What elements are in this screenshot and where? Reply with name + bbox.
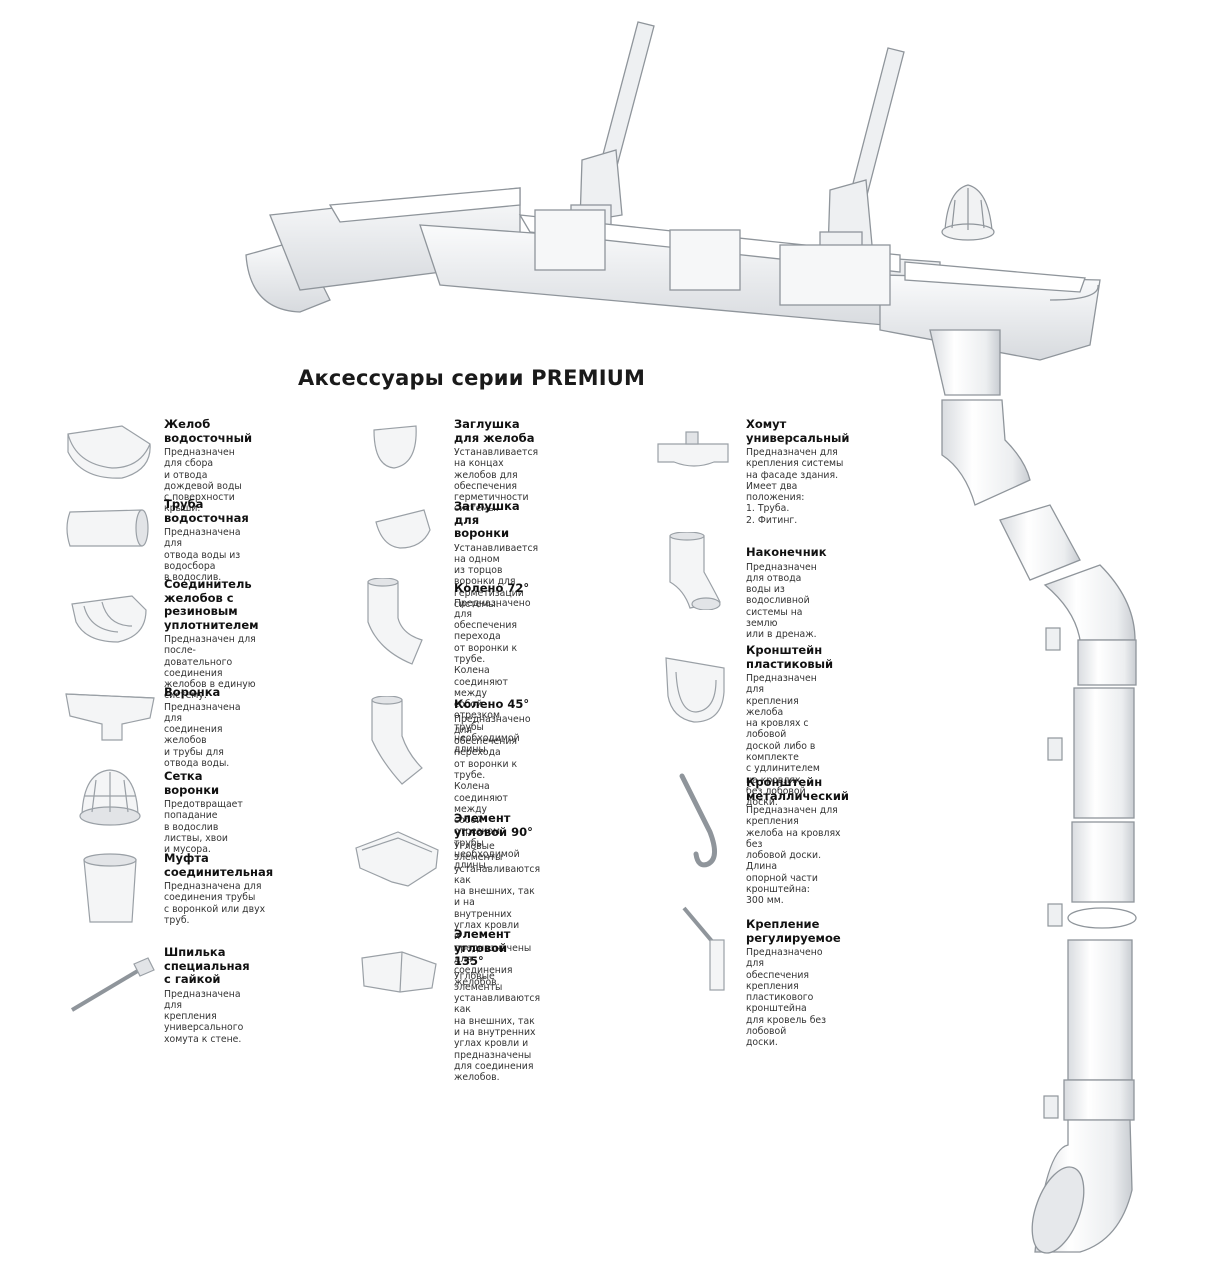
item-name: Кронштейн металлический: [746, 775, 849, 803]
pipe-clamp-icon: [657, 431, 729, 467]
rafter-mount-left: [570, 21, 655, 228]
item-name: Желоб водосточный: [164, 417, 253, 445]
adjustable-mount-icon: [682, 906, 725, 991]
item-name: Элемент угловой 90°: [454, 811, 533, 839]
item-name: Шпилька специальная с гайкой: [164, 945, 250, 986]
plastic-bracket-icon: [665, 657, 725, 723]
gutter-icon: [67, 425, 151, 479]
item-description: Предназначен для после- довательного сое…: [164, 634, 256, 702]
item-name: Муфта соединительная: [164, 851, 274, 879]
item-description: Угловые элементы устанавливаются как на …: [454, 970, 541, 1084]
coupling-icon: [83, 853, 137, 923]
item-description: Предназначен для крепления системы на фа…: [746, 447, 844, 526]
gutter-connector-icon: [71, 595, 147, 643]
item-name: Колено 45°: [454, 697, 530, 711]
item-name: Воронка: [164, 685, 221, 699]
item-description: Предназначена для соединения желобов и т…: [164, 701, 241, 769]
downpipe: [929, 329, 1137, 1254]
item-name: Заглушка для воронки: [454, 499, 520, 540]
item-description: Предназначена для крепления универсально…: [164, 988, 244, 1045]
item-description: Предназначено для обеспечения перехода о…: [454, 713, 531, 872]
funnel-icon: [65, 693, 155, 741]
item-description: Предназначен для крепления желоба на кро…: [746, 805, 841, 907]
item-description: Устанавливается на концах желобов для об…: [454, 447, 539, 515]
item-description: Предотвращает попадание в водослив листв…: [164, 799, 243, 856]
funnel-end-cap-icon: [375, 509, 431, 549]
item-name: Сетка воронки: [164, 769, 220, 797]
funnel-grid: [941, 184, 995, 241]
item-name: Наконечник: [746, 545, 827, 559]
metal-bracket-icon: [679, 773, 717, 868]
item-description: Предназначена для соединения трубы с вор…: [164, 881, 266, 926]
item-description: Предназначен для отвода воды из водослив…: [746, 561, 817, 641]
item-name: Элемент угловой 135°: [454, 927, 511, 968]
gutter-end-cap-icon: [373, 425, 417, 469]
item-description: Предназначена для отвода воды из водосбо…: [164, 527, 241, 584]
stud-bolt-icon: [70, 957, 155, 1012]
item-name: Соединитель желобов с резиновым уплотнит…: [164, 577, 259, 632]
item-name: Кронштейн пластиковый: [746, 643, 834, 671]
item-description: Предназначено для обеспечения перехода о…: [454, 597, 531, 756]
pipe-icon: [66, 509, 149, 547]
pipe-clamps: [1043, 627, 1063, 1119]
item-description: Предназначен для сбора и отвода дождевой…: [164, 447, 242, 515]
item-name: Труба водосточная: [164, 497, 249, 525]
item-name: Хомут универсальный: [746, 417, 850, 445]
corner-90-icon: [355, 831, 439, 887]
funnel-grid-icon: [79, 769, 141, 826]
item-description: Угловые элементы устанавливаются как на …: [454, 841, 541, 988]
item-name: Заглушка для желоба: [454, 417, 535, 445]
gutter-run: [245, 187, 1101, 361]
page-title: Аксессуары серии PREMIUM: [298, 366, 646, 390]
elbow-72-icon: [367, 578, 423, 665]
item-description: Устанавливается на одном из торцов ворон…: [454, 542, 539, 610]
rafter-mount-right: [819, 47, 905, 255]
item-description: Предназначен для крепления желоба на кро…: [746, 673, 820, 809]
item-description: Предназначено для обеспечения крепления …: [746, 947, 827, 1049]
item-name: Крепление регулируемое: [746, 917, 841, 945]
item-name: Колено 72°: [454, 581, 530, 595]
outlet-tip-icon: [669, 532, 721, 610]
elbow-45-icon: [371, 696, 423, 785]
corner-135-icon: [361, 951, 437, 993]
